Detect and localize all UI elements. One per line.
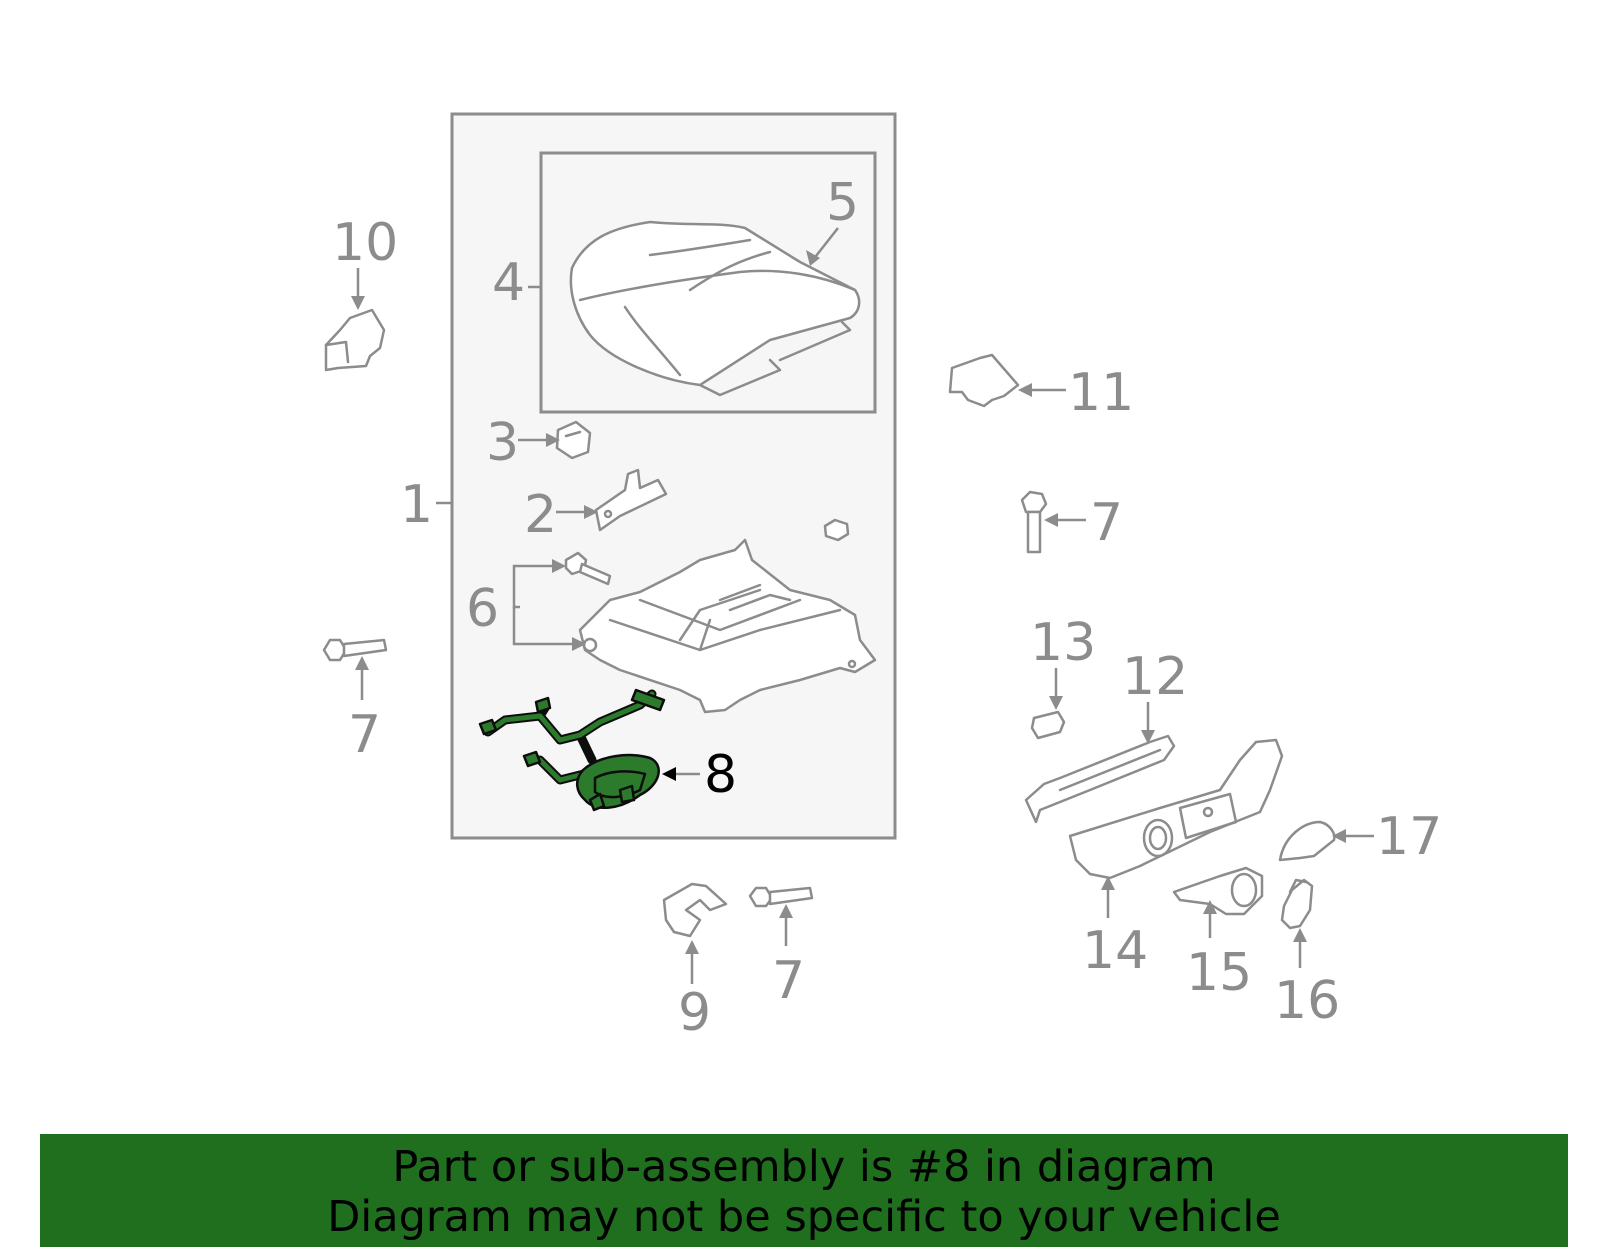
- callout-1: 1: [400, 475, 433, 535]
- banner-line-2: Diagram may not be specific to your vehi…: [327, 1192, 1281, 1242]
- cover-17-icon: [1278, 820, 1336, 862]
- callout-10: 10: [332, 213, 398, 273]
- bracket-2-icon: [594, 468, 668, 532]
- callout-2: 2: [524, 485, 557, 545]
- info-banner: Part or sub-assembly is #8 in diagram Di…: [40, 1134, 1568, 1247]
- callout-3: 3: [486, 413, 519, 473]
- callout-9: 9: [678, 983, 711, 1043]
- callout-17: 17: [1376, 807, 1442, 867]
- bolt-7-right-icon: [1020, 490, 1048, 554]
- banner-line-1: Part or sub-assembly is #8 in diagram: [392, 1142, 1216, 1192]
- callout-13: 13: [1030, 613, 1096, 673]
- callout-11: 11: [1068, 363, 1134, 423]
- callout-14: 14: [1082, 921, 1148, 981]
- callout-4: 4: [492, 253, 525, 313]
- seat-track-icon: [578, 538, 877, 714]
- bolt-6-icon: [564, 551, 612, 586]
- bolt-7-bottom-icon: [748, 886, 814, 908]
- callout-5: 5: [826, 173, 859, 233]
- trim-12-icon: [1024, 734, 1176, 824]
- leader-lines: [351, 227, 1374, 984]
- callout-12: 12: [1122, 647, 1188, 707]
- clip-9-icon: [662, 882, 728, 938]
- bolt-7-left-icon: [322, 638, 388, 662]
- cover-11-icon: [948, 353, 1020, 408]
- callout-7-bottom: 7: [772, 951, 805, 1011]
- shield-14-icon: [1068, 738, 1284, 880]
- seat-cushion-icon: [569, 220, 861, 397]
- callout-8: 8: [704, 745, 737, 805]
- callout-15: 15: [1186, 943, 1252, 1003]
- knob-15-icon: [1172, 866, 1264, 916]
- callout-7-left: 7: [348, 705, 381, 765]
- lever-16-icon: [1280, 878, 1314, 930]
- callout-16: 16: [1274, 971, 1340, 1031]
- nut-icon: [555, 420, 592, 460]
- callout-6: 6: [466, 579, 499, 639]
- callout-7-right: 7: [1090, 493, 1123, 553]
- cap-13-icon: [1030, 710, 1066, 740]
- small-nut-icon: [823, 518, 850, 542]
- bracket-10-icon: [324, 308, 386, 372]
- wire-harness-icon: [478, 688, 666, 812]
